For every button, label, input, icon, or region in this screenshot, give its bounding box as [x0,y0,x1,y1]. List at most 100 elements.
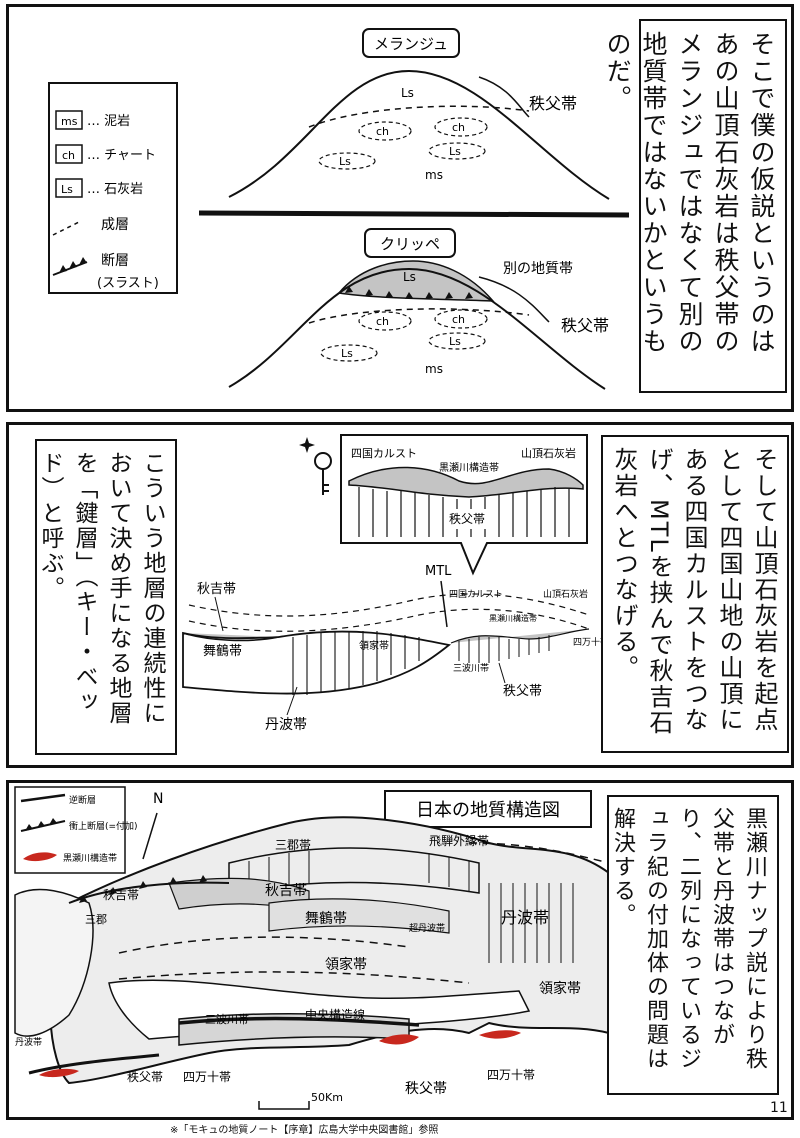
map-hida-label: 飛騨外縁帯 [429,833,489,848]
bubble-karst-label: 四国カルスト [351,447,417,460]
maizuru-tamba-block [182,630,452,695]
map-sangun-label: 三郡帯 [275,838,311,852]
klippe-title-box [364,228,456,258]
sanbagawa-label: 三波川帯 [453,662,489,674]
map-sanbagawa-label: 三波川帯 [205,1013,249,1026]
shimanto-label: 四万十帯 [573,636,609,648]
map-tamba-small-label: 丹波帯 [15,1036,42,1048]
melange-mountain-outline [228,69,610,200]
belt-maizuru [268,898,450,934]
panel1-narration: そこで僕の仮説というのはあの山頂石灰岩は秩父帯のメランジュではなくて別の地質帯で… [603,19,787,393]
tamba-hatching [292,631,420,695]
klippe-ls-label: Ls [403,270,416,284]
map-chizu-left-label: 三郡 [85,913,107,926]
page-number: 11 [770,1100,788,1116]
legend-bedding-line [52,220,82,236]
melange-ch2-label: ch [452,121,465,134]
mtl-line [178,1016,420,1027]
panel3-narration: 黒瀬川ナップ説により秩父帯と丹波帯はつながり、二列になっているジュラ紀の付加体の… [607,795,779,1095]
map-maizuru-label: 舞鶴帯 [305,910,347,927]
panel-key-bed: こういう地層の連続性において決め手になる地層を「鍵層」（キー・ベッド）と呼ぶ。 … [6,422,794,768]
klippe-title: クリッペ [380,235,440,253]
chichibu-label: 秩父帯 [503,684,542,699]
bubble-kurosegawa-label: 黒瀬川構造帯 [439,461,499,474]
klippe-other-belt-label: 別の地質帯 [503,261,573,277]
section-kurosegawa-label: 黒瀬川構造帯 [489,613,537,623]
kurosegawa-red-3 [479,1030,521,1039]
legend-ms-symbol: ms [61,115,78,128]
bubble-limestone-band [348,466,584,498]
klippe-limestone-cap [337,260,495,302]
map-title-box [384,790,592,828]
section-summit-label: 山頂石灰岩 [543,588,588,600]
melange-title-box [362,28,460,58]
map-title: 日本の地質構造図 [416,800,560,821]
klippe-ch1-label: ch [376,315,389,328]
klippe-chichibu-label: 秩父帯 [561,316,609,335]
map-mtl-label: 中央構造線 [305,1007,365,1022]
legend-bedding-text: 成層 [101,217,129,233]
panel2-narration-left: こういう地層の連続性において決め手になる地層を「鍵層」（キー・ベッド）と呼ぶ。 [35,439,177,755]
legend-fault-text: 断層 [101,253,129,269]
map-scale-label: 50Km [311,1091,343,1104]
klippe-ls2-label: Ls [341,347,353,360]
melange-ms-label: ms [425,168,443,182]
maizuru-label: 舞鶴帯 [203,643,242,659]
akiyoshi-label: 秋吉帯 [197,582,236,597]
melange-klippe-diagram: ms … 泥岩 ch … チャート Ls … 石灰岩 成層 断層 (スラスト) … [48,28,630,390]
legend-ms-text: … 泥岩 [87,114,130,129]
legend-ls-text: … 石灰岩 [87,182,143,197]
map-chichibu2-label: 秩父帯 [405,1081,447,1097]
legend-ls-swatch [55,178,83,198]
belt-hatching [248,851,574,963]
legend-ch-symbol: ch [62,149,75,162]
kurosegawa-red-2 [379,1034,419,1045]
right-hatching [458,635,550,663]
cross-section-diagram: 四国カルスト 山頂石灰岩 黒瀬川構造帯 秩父帯 MTL [182,434,609,733]
klippe-bedding [308,308,530,324]
legend-ls-symbol: Ls [61,183,73,196]
legend-ch-text: … チャート [87,148,156,163]
map-legend-thrust: 衝上断層(=付加) [69,820,138,832]
melange-ls3-label: Ls [449,145,461,158]
melange-ch1-label: ch [376,125,389,138]
map-ryoke2-label: 領家帯 [539,980,581,997]
melange-chichibu-line [478,76,530,118]
tamba-label: 丹波帯 [265,717,307,733]
right-limestone [450,628,590,644]
legend-ch-swatch [55,144,83,164]
klippe-thrust-teeth [345,286,473,299]
map-shimanto1-label: 四万十帯 [183,1070,231,1084]
klippe-ls3-label: Ls [449,335,461,348]
land-kyushu [14,888,94,1037]
map-akiyoshi-label: 秋吉帯 [103,888,139,902]
japan-geology-map: 逆断層 衝上断層(=付加) 黒瀬川構造帯 日本の地質構造図 N [14,786,610,1110]
thrust-teeth-north [79,875,207,903]
mtl-label: MTL [425,564,452,579]
klippe-ch2-label: ch [452,313,465,326]
legend-thrust-text: (スラスト) [97,276,159,291]
map-chichibu1-label: 秩父帯 [127,1070,163,1084]
ryoke-label: 領家帯 [359,639,389,652]
map-akiyoshi2-label: 秋吉帯 [265,883,307,899]
klippe-ms-label: ms [425,362,443,376]
footer-note: ※「モキュの地質ノート【序章】広島大学中央図書館」参照 [170,1125,439,1136]
map-small-label: 超丹波帯 [409,922,445,934]
map-legend-red-swatch [23,852,57,862]
map-tamba-label: 丹波帯 [501,908,549,927]
north-label: N [153,791,163,807]
map-legend-kurosegawa: 黒瀬川構造帯 [63,852,117,864]
panel1-divider [198,210,630,218]
panel-melange-klippe: ms … 泥岩 ch … チャート Ls … 石灰岩 成層 断層 (スラスト) … [6,4,794,412]
bubble-chichibu-label: 秩父帯 [449,512,485,526]
map-legend-reverse-fault: 逆断層 [69,794,96,806]
north-arrow [142,812,158,860]
melange-ls2-label: Ls [339,155,351,168]
kurosegawa-red-1 [39,1068,79,1078]
legend-box [48,82,178,294]
melange-title: メランジュ [374,35,448,53]
panel-japan-map: 逆断層 衝上断層(=付加) 黒瀬川構造帯 日本の地質構造図 N [6,780,794,1120]
legend-ms-swatch [55,110,83,130]
panel2-narration-right: そして山頂石灰岩を起点として四国山地の山頂にある四国カルストをつなげ、MTLを挟… [601,435,789,753]
klippe-chichibu-line [478,276,550,323]
